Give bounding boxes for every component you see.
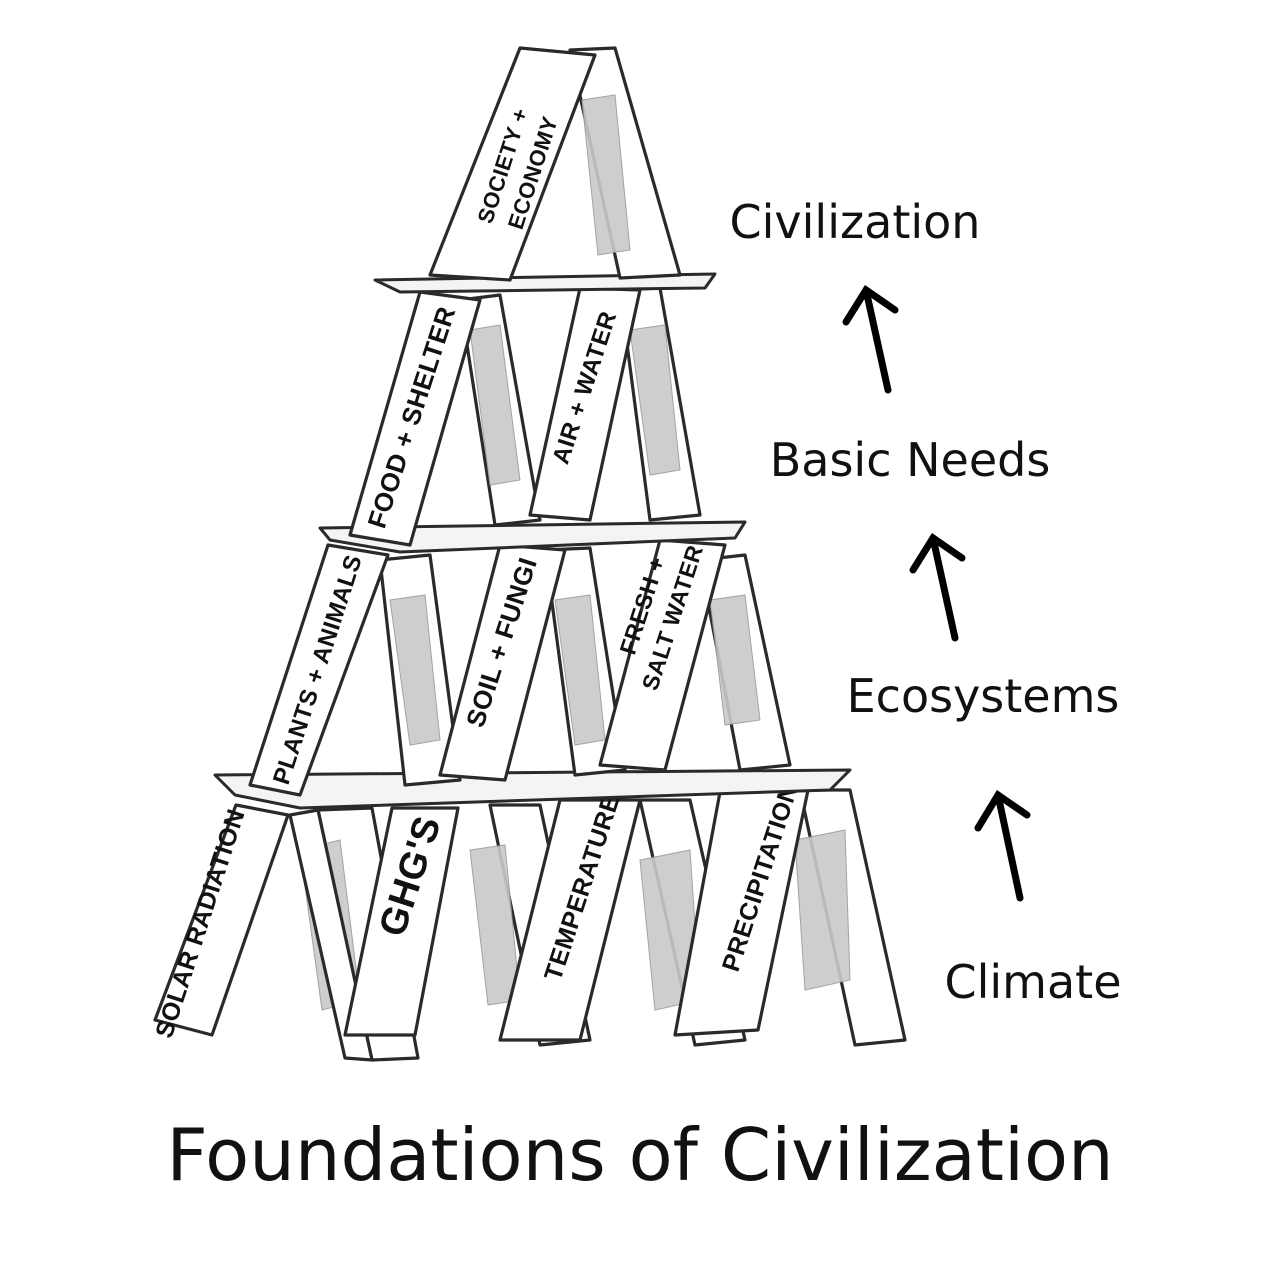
- basic-needs-tier: FOOD + SHELTER AIR + WATER: [348, 286, 702, 547]
- card-shading: [389, 594, 441, 746]
- card-soil-fungi: [438, 543, 567, 782]
- card-shading: [629, 324, 681, 476]
- card-shading: [554, 594, 606, 746]
- card-plants-animals: [248, 543, 390, 797]
- arrow-up-icon: [909, 533, 966, 642]
- arrow-up-icon: [842, 285, 899, 394]
- card-solar-radiation: [153, 803, 290, 1037]
- ecosystems-tier: PLANTS + ANIMALS SOIL + FUNGI FRESH + SA…: [248, 538, 792, 797]
- card-ghgs: [343, 806, 460, 1037]
- card-society-economy: [428, 46, 597, 282]
- arrow-up-icon: [974, 790, 1031, 902]
- shelf-ecosystems: [318, 520, 747, 554]
- level-label-civilization: Civilization: [730, 195, 981, 249]
- card-shading: [709, 594, 761, 726]
- level-label-ecosystems: Ecosystems: [847, 669, 1120, 723]
- card-temperature: [498, 798, 642, 1042]
- level-label-climate: Climate: [944, 955, 1121, 1009]
- climate-tier: SOLAR RADIATION GHG'S TEMPERATURE PRECIP…: [150, 780, 907, 1062]
- page-title: Foundations of Civilization: [166, 1113, 1113, 1197]
- civilization-tier: SOCIETY + ECONOMY: [428, 46, 682, 282]
- card-shading: [794, 829, 851, 991]
- card-shading: [581, 94, 631, 256]
- level-label-basic-needs: Basic Needs: [770, 433, 1051, 487]
- card-shading: [469, 324, 521, 486]
- card-fresh-salt-water: [598, 538, 727, 772]
- card-food-shelter: [348, 290, 482, 547]
